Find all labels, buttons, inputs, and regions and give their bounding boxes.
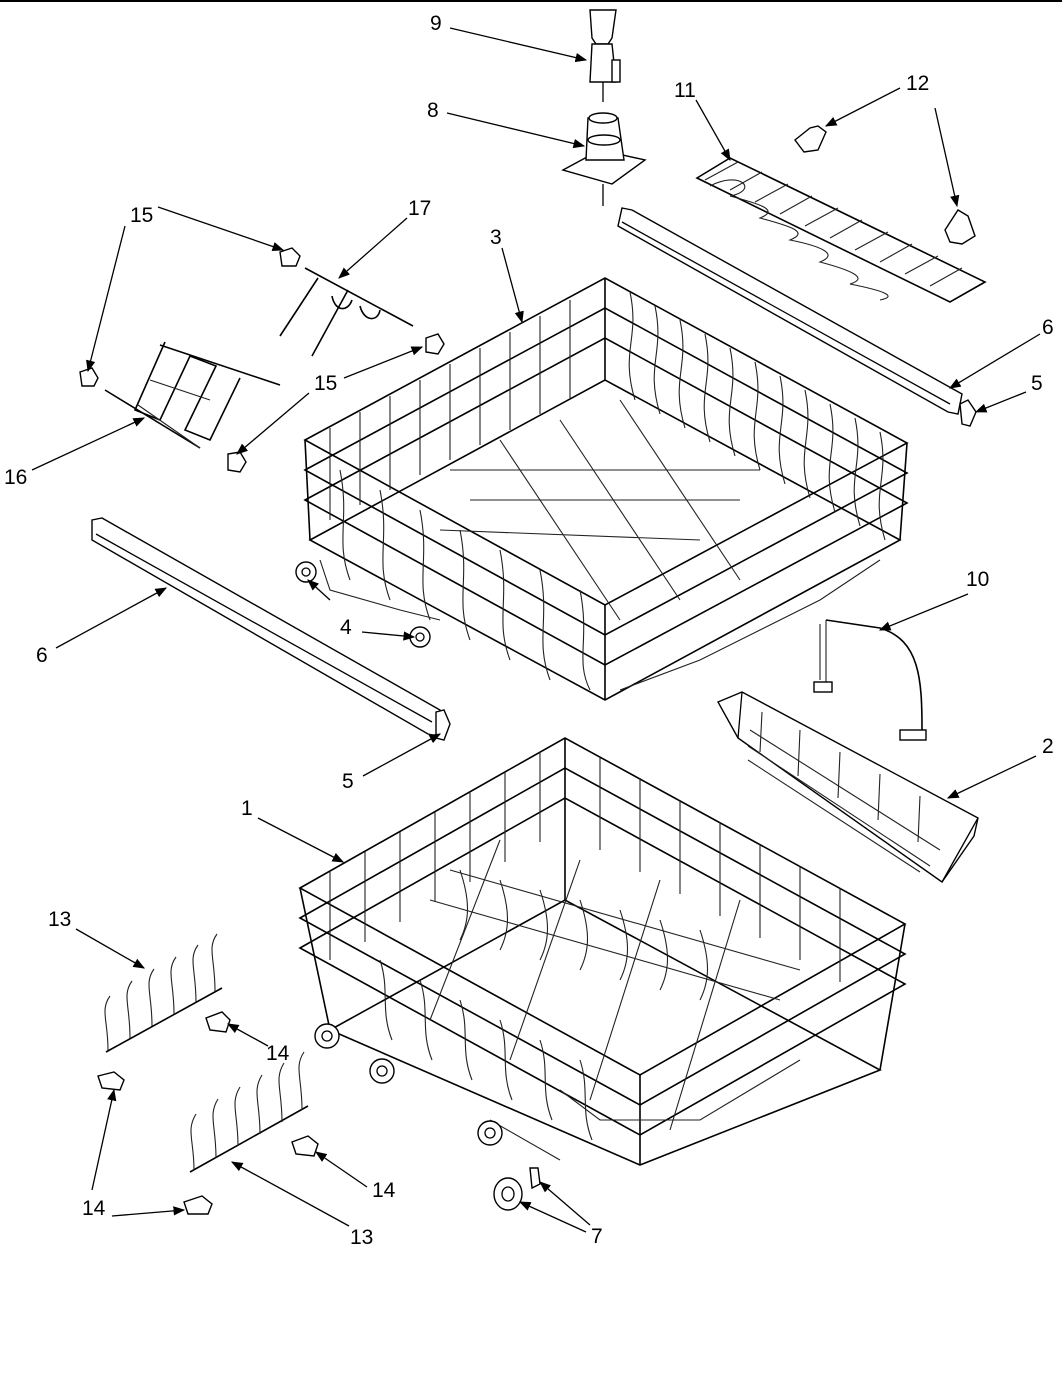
callout-14-c: 14 xyxy=(82,1197,106,1220)
part-16-fold-rack xyxy=(104,341,281,449)
part-6-rail-left xyxy=(91,517,441,737)
part-9-spray-nozzle xyxy=(589,9,621,102)
callout-13-top: 13 xyxy=(48,908,71,931)
callout-4: 4 xyxy=(340,616,352,639)
part-2-silverware-basket xyxy=(717,691,979,883)
lower-rack-wheels xyxy=(314,1023,503,1146)
part-5-rail-stop-right xyxy=(959,399,977,427)
part-3-upper-rack xyxy=(303,277,909,701)
part-13-tine-row-lower xyxy=(189,1051,309,1173)
callout-5-left: 5 xyxy=(342,770,354,793)
top-border xyxy=(0,0,1062,2)
callout-7: 7 xyxy=(591,1225,603,1248)
callout-15-mid: 15 xyxy=(314,372,337,395)
callout-14-a: 14 xyxy=(266,1042,290,1065)
leader-lines xyxy=(31,27,1041,1233)
part-13-tine-row-upper xyxy=(104,933,223,1053)
callout-6-right: 6 xyxy=(1042,316,1054,339)
callout-11: 11 xyxy=(674,79,696,102)
part-4-rollers xyxy=(295,561,431,648)
callout-8: 8 xyxy=(427,99,439,122)
callout-9: 9 xyxy=(430,12,442,35)
part-14-clips xyxy=(97,1011,319,1215)
callout-3: 3 xyxy=(490,226,502,249)
part-1-lower-rack xyxy=(298,737,907,1166)
callout-6-left: 6 xyxy=(36,644,48,667)
callout-13-bottom: 13 xyxy=(350,1226,373,1249)
part-12-shelf-clips xyxy=(794,125,976,245)
part-10-basket-handle xyxy=(813,619,927,741)
callout-10: 10 xyxy=(966,568,989,591)
callout-2: 2 xyxy=(1042,735,1054,758)
part-15-clips xyxy=(79,247,445,473)
part-17-fold-tines xyxy=(279,267,414,357)
callout-12: 12 xyxy=(906,72,929,95)
part-7-wheel xyxy=(493,1167,541,1211)
part-8-spray-mount xyxy=(561,112,647,206)
callout-14-b: 14 xyxy=(372,1179,396,1202)
callout-16: 16 xyxy=(4,466,27,489)
callout-17: 17 xyxy=(408,197,431,220)
callout-15-top: 15 xyxy=(130,204,153,227)
callout-1: 1 xyxy=(241,797,253,820)
callout-labels: 9 8 11 12 15 17 3 6 5 15 16 4 6 10 2 5 1… xyxy=(4,12,1054,1249)
part-6-rail-right xyxy=(617,207,963,415)
callout-5-right: 5 xyxy=(1031,372,1043,395)
part-11-cup-shelf xyxy=(695,157,987,303)
